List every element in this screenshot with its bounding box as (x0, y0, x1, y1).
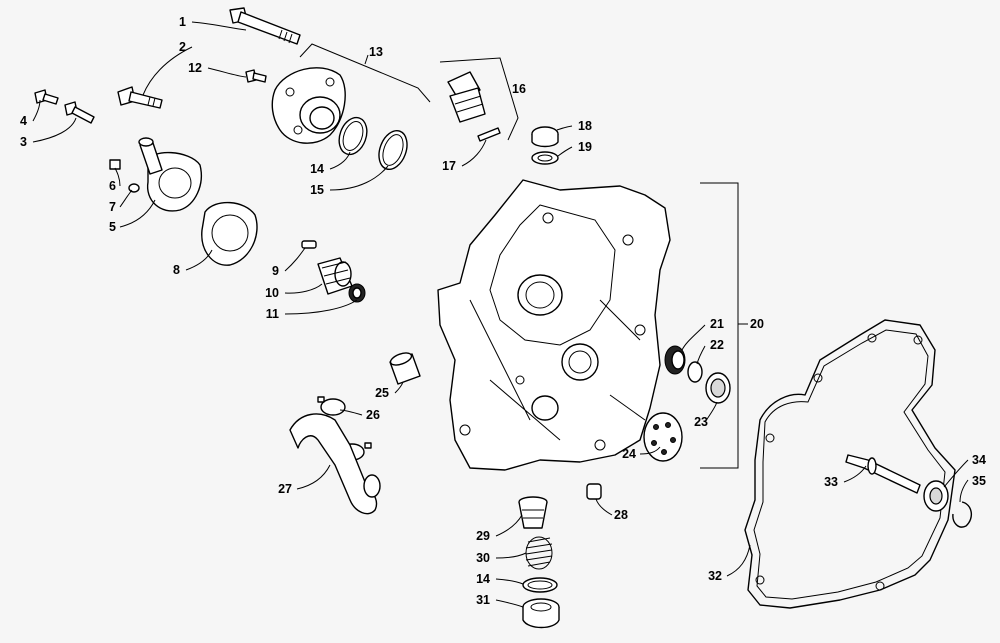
part-23-bearing (705, 372, 731, 404)
part-3-bolt (64, 101, 95, 124)
part-8-gasket (201, 201, 258, 266)
part-10-gear (317, 257, 353, 295)
callout-labels: 1 2 12 13 16 4 3 18 19 17 14 15 6 7 5 8 … (20, 15, 986, 607)
callout-13: 13 (369, 45, 383, 59)
part-33-shaft (845, 454, 921, 494)
callout-24: 24 (622, 447, 636, 461)
part-17-pin (477, 127, 501, 142)
callout-16: 16 (512, 82, 526, 96)
callout-10: 10 (265, 286, 279, 300)
part-9-pin (301, 240, 317, 249)
callout-14-upper: 14 (310, 162, 324, 176)
callout-11: 11 (266, 307, 279, 321)
part-24-cover-plate (643, 412, 683, 462)
part-29-strainer (518, 496, 548, 529)
part-13-water-pump-cover (271, 67, 346, 144)
callout-8: 8 (173, 263, 180, 277)
callout-22: 22 (710, 338, 724, 352)
part-4-bolt (34, 89, 59, 105)
callout-12: 12 (188, 61, 202, 75)
callout-33: 33 (824, 475, 838, 489)
callout-9: 9 (272, 264, 279, 278)
callout-14-lower: 14 (476, 572, 490, 586)
part-1-long-bolt (229, 7, 301, 45)
part-16-impeller (447, 71, 486, 123)
part-12-small-bolt (245, 69, 267, 83)
group-bracket-13 (299, 43, 431, 103)
callout-2: 2 (179, 40, 186, 54)
callout-21: 21 (710, 317, 724, 331)
leader-lines (32, 21, 969, 608)
part-30-spring (525, 536, 553, 570)
part-35-snap-ring (952, 501, 973, 528)
callout-18: 18 (578, 119, 592, 133)
part-14-o-ring-lower (522, 577, 558, 593)
part-28-dowel (586, 483, 602, 500)
callout-34: 34 (972, 453, 986, 467)
callout-17: 17 (442, 159, 456, 173)
part-14-o-ring (338, 116, 368, 156)
part-19-washer (531, 151, 559, 165)
part-5-pump-housing (138, 137, 202, 212)
callout-4: 4 (20, 114, 27, 128)
callout-6: 6 (109, 179, 116, 193)
part-2-bolt (117, 86, 163, 109)
part-22-washer (687, 361, 703, 383)
group-bracket-20 (700, 182, 748, 469)
callout-29: 29 (476, 529, 490, 543)
callout-25: 25 (375, 386, 389, 400)
callout-7: 7 (109, 200, 116, 214)
callout-15: 15 (310, 183, 324, 197)
part-7-washer (128, 183, 140, 193)
callout-19: 19 (578, 140, 592, 154)
part-27-hose (289, 413, 381, 515)
callout-31: 31 (476, 593, 490, 607)
part-18-plug (531, 126, 559, 148)
part-21-oil-seal (664, 345, 686, 375)
part-11-seal (348, 283, 366, 303)
part-25-bushing (389, 352, 421, 385)
callout-28: 28 (614, 508, 628, 522)
part-6-bolt (109, 159, 121, 170)
part-15-o-ring (378, 129, 408, 171)
part-32-cover-gasket (744, 319, 956, 609)
callout-5: 5 (109, 220, 116, 234)
callout-23: 23 (694, 415, 708, 429)
callout-32: 32 (708, 569, 722, 583)
part-31-drain-plug (522, 598, 560, 629)
callout-20: 20 (750, 317, 764, 331)
callout-27: 27 (278, 482, 292, 496)
callout-26: 26 (366, 408, 380, 422)
group-bracket-16 (439, 57, 519, 141)
callout-35: 35 (972, 474, 986, 488)
part-34-bearing (923, 480, 949, 512)
callout-3: 3 (20, 135, 27, 149)
callout-30: 30 (476, 551, 490, 565)
callout-1: 1 (179, 15, 186, 29)
part-20-crankcase-cover (437, 179, 671, 471)
